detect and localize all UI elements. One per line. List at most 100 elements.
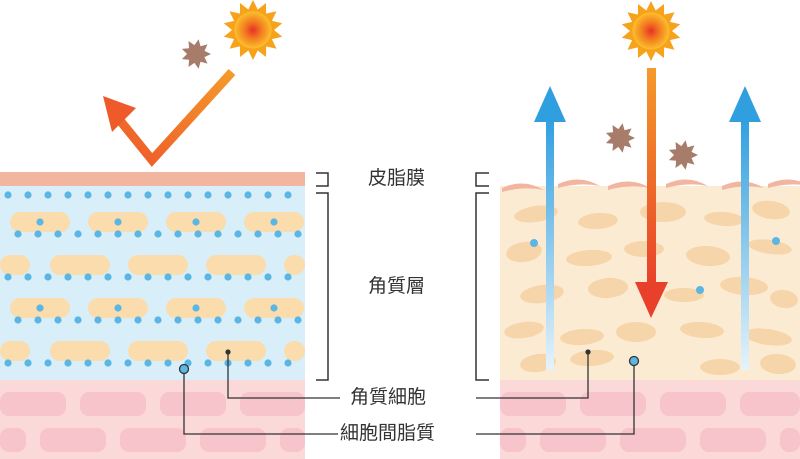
corneocyte-cell: [0, 341, 30, 361]
lipid-dot: [244, 359, 251, 366]
lipid-dot: [104, 273, 111, 280]
lipid-dot: [114, 218, 121, 225]
lower-skin-cell: [280, 428, 305, 452]
lipid-dot: [64, 191, 71, 198]
lower-skin-cell: [740, 392, 800, 416]
lipid-dot: [192, 218, 199, 225]
lower-skin-cell: [160, 392, 226, 416]
bracket-sebum-left: [316, 173, 328, 186]
dust-particle-icon: [182, 39, 211, 69]
lipid-dot: [36, 304, 43, 311]
lipid-dot: [164, 273, 171, 280]
corneocyte-cell: [640, 202, 686, 222]
lipid-dot: [124, 273, 131, 280]
lipid-dot: [530, 239, 538, 247]
sun-icon: [224, 0, 282, 60]
lipid-dot: [74, 230, 81, 237]
lipid-dot: [84, 273, 91, 280]
corneocyte-cell: [50, 255, 110, 275]
lipid-dot: [294, 230, 301, 237]
pointer-dot: [585, 349, 590, 354]
lower-skin-cell: [120, 428, 186, 452]
corneocyte-cell: [0, 255, 30, 275]
lipid-dot: [274, 316, 281, 323]
lipid-dot: [294, 316, 301, 323]
pointer-dot: [225, 349, 230, 354]
lipid-dot: [192, 304, 199, 311]
lipid-dot: [14, 316, 21, 323]
lower-skin-cell: [580, 392, 646, 416]
lipid-dot: [214, 230, 221, 237]
lower-skin-cell: [0, 428, 26, 452]
lipid-dot: [772, 237, 780, 245]
lower-skin-cell: [0, 392, 66, 416]
lipid-dot: [84, 191, 91, 198]
lipid-dot: [124, 191, 131, 198]
lipid-dot: [104, 191, 111, 198]
bracket-corneum-left: [316, 193, 328, 380]
lipid-dot: [164, 191, 171, 198]
lower-skin-cell: [80, 392, 146, 416]
lipid-dot: [24, 191, 31, 198]
sebum-film-healthy: [0, 172, 305, 186]
lipid-dot: [4, 273, 11, 280]
lipid-dot: [4, 359, 11, 366]
lipid-dot: [144, 191, 151, 198]
lipid-dot: [36, 218, 43, 225]
label-sebum-film: 皮脂膜: [368, 169, 425, 188]
lipid-dot: [144, 359, 151, 366]
lipid-dot: [270, 304, 277, 311]
lipid-dot: [4, 191, 11, 198]
lipid-dot: [114, 304, 121, 311]
lipid-dot: [104, 359, 111, 366]
pointer-lipid: [630, 357, 639, 366]
lipid-dot: [154, 316, 161, 323]
corneocyte-cell: [206, 255, 266, 275]
reflected-uv-arrow-icon: [103, 72, 232, 160]
corneocyte-cell: [284, 255, 305, 275]
lower-skin-cell: [700, 428, 766, 452]
sun-icon: [622, 1, 680, 61]
lipid-dot: [34, 316, 41, 323]
lipid-dot: [34, 230, 41, 237]
lipid-dot: [24, 359, 31, 366]
lipid-dot: [44, 359, 51, 366]
lipid-dot: [94, 316, 101, 323]
lipid-dot: [284, 273, 291, 280]
lower-skin-cell: [40, 428, 106, 452]
corneocyte-cell: [624, 241, 664, 257]
lipid-dot: [184, 273, 191, 280]
corneocyte-cell: [284, 341, 305, 361]
lipid-dot: [164, 359, 171, 366]
lipid-dot: [44, 273, 51, 280]
lipid-dot: [154, 230, 161, 237]
lipid-dot: [244, 191, 251, 198]
lipid-dot: [204, 191, 211, 198]
lower-skin-cell: [660, 392, 726, 416]
lower-skin-cell: [620, 428, 686, 452]
lipid-dot: [114, 230, 121, 237]
lipid-dot: [204, 359, 211, 366]
lipid-dot: [44, 191, 51, 198]
lipid-dot: [284, 191, 291, 198]
lipid-dot: [224, 273, 231, 280]
lipid-dot: [94, 230, 101, 237]
lipid-dot: [274, 230, 281, 237]
lipid-dot: [184, 191, 191, 198]
lower-skin-cell: [500, 392, 566, 416]
lipid-dot: [234, 230, 241, 237]
lipid-dot: [134, 230, 141, 237]
lower-skin-cell: [500, 428, 526, 452]
label-intercellular-lipid: 細胞間脂質: [340, 424, 435, 443]
lipid-dot: [284, 359, 291, 366]
bracket-sebum-right: [476, 173, 489, 186]
lipid-dot: [74, 316, 81, 323]
lipid-dot: [124, 359, 131, 366]
corneocyte-cell: [206, 341, 266, 361]
pointer-lipid: [180, 365, 189, 374]
lipid-dot: [254, 316, 261, 323]
lipid-dot: [194, 316, 201, 323]
lower-skin-cell: [540, 428, 606, 452]
corneocyte-cell: [128, 255, 188, 275]
lipid-dot: [270, 218, 277, 225]
